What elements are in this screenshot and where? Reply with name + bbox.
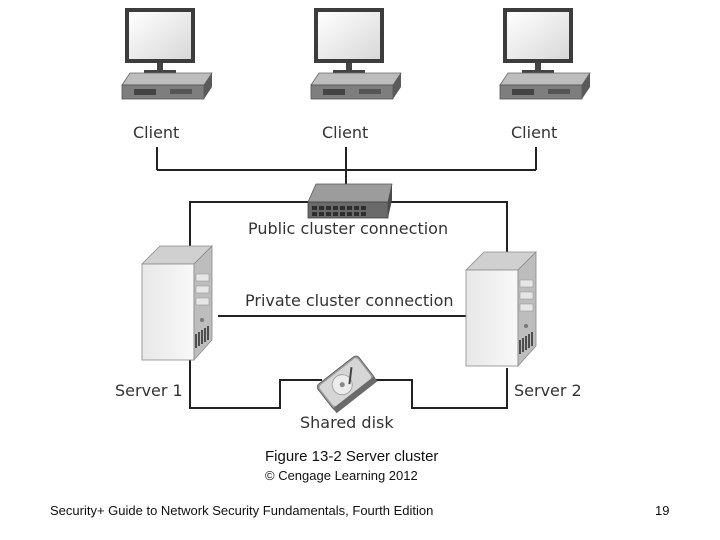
hard-disk-icon [316,355,378,414]
server-2-label: Server 2 [514,381,582,400]
client-1-label: Client [133,123,180,142]
network-switch-icon [307,183,393,219]
figure-credit: © Cengage Learning 2012 [265,468,418,483]
client-computer-icon [310,7,402,100]
public-cluster-line-right [388,201,508,272]
public-connection-label: Public cluster connection [248,219,449,238]
footer-book-title: Security+ Guide to Network Security Fund… [50,503,434,518]
client-computer-icon [499,7,591,100]
server-1-icon [141,245,213,361]
page-number: 19 [655,503,670,518]
client-computer-icon [121,7,213,100]
client-3-label: Client [511,123,558,142]
private-connection-label: Private cluster connection [245,291,454,310]
public-cluster-line [189,201,308,266]
server-1-disk-line [189,358,322,409]
server-2-disk-line [370,368,508,409]
client-2-label: Client [322,123,369,142]
server-1-label: Server 1 [115,381,183,400]
figure-caption: Figure 13-2 Server cluster [265,448,439,465]
server-2-icon [465,251,537,367]
shared-disk-label: Shared disk [300,413,394,432]
connection-lines [156,147,537,409]
